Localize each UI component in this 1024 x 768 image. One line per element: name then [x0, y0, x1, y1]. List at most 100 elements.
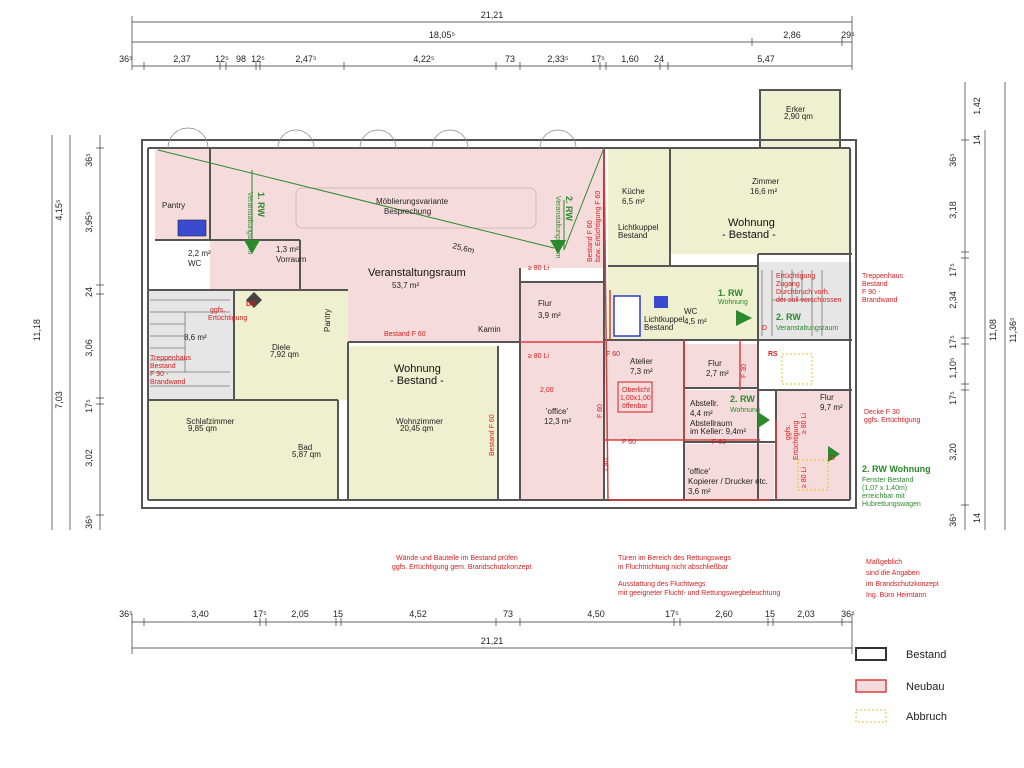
room-flur3-area: 9,7 m² — [820, 403, 843, 412]
svg-text:3,95⁵: 3,95⁵ — [84, 211, 94, 233]
svg-text:17⁵: 17⁵ — [665, 609, 679, 619]
arrow-icon — [246, 292, 262, 308]
dim-top-cell: 17⁵ — [591, 54, 605, 64]
dim-left-row: 36⁵ 3,95⁵ 24 3,06 17⁵ 3,02 36⁵ — [84, 153, 94, 529]
annot-ds: DS — [246, 301, 256, 308]
room-wc2: WC — [684, 307, 698, 316]
room-flur3: Flur — [820, 393, 834, 402]
arrow-icon — [828, 446, 840, 462]
note-tuer1: Türen im Bereich des Rettungswegs — [618, 555, 731, 562]
svg-text:17⁵: 17⁵ — [253, 609, 267, 619]
annot-decke2: ggfs. Ertüchtigung — [864, 417, 921, 424]
wohnung-mid-fill — [348, 346, 498, 500]
room-wc2-area: 4,5 m² — [684, 317, 707, 326]
svg-text:17⁵: 17⁵ — [948, 335, 958, 349]
dim-right-mid: 11,08 — [988, 319, 998, 341]
svg-text:3,06: 3,06 — [84, 339, 94, 357]
svg-text:3,20: 3,20 — [948, 443, 958, 461]
annot-dim140: 1,40 — [603, 458, 610, 472]
room-office2-area: 3,6 m² — [688, 487, 711, 496]
svg-text:17⁵: 17⁵ — [948, 263, 958, 277]
annot-ggfs2b: Ertüchtigung — [793, 421, 800, 460]
rw2-c: 2. RW — [730, 394, 755, 404]
rw2-b-sub: Veranstaltungsraum — [776, 325, 838, 332]
dim-top-cell: 4,22⁵ — [413, 54, 435, 64]
svg-text:73: 73 — [503, 609, 513, 619]
erker-fill — [760, 90, 840, 148]
annot-ggfs2: ggfs. — [785, 425, 792, 440]
annot-ge80-4: ≥ 80 Li — [801, 467, 808, 488]
note-tuer2: in Fluchtrichtung nicht abschließbar — [618, 564, 729, 571]
room-lichtkuppel2: Lichtkuppel — [644, 315, 685, 324]
room-wohnung-mid1: Wohnung — [394, 363, 441, 375]
svg-text:36⁵: 36⁵ — [841, 609, 855, 619]
room-wohn-area: 20,45 qm — [400, 424, 434, 433]
room-flur2: Flur — [708, 359, 722, 368]
room-abstellr: Abstellr. — [690, 399, 718, 408]
abbruch-marks — [781, 353, 829, 491]
room-atelier: Atelier — [630, 357, 653, 366]
dim-top-cell: 36⁵ — [119, 54, 133, 64]
svg-text:14: 14 — [972, 135, 982, 145]
legend-bestand: Bestand — [906, 649, 946, 661]
svg-text:2,03: 2,03 — [797, 609, 815, 619]
office1-fill — [520, 342, 604, 500]
wc-sink-icon — [613, 295, 641, 337]
svg-text:15: 15 — [765, 609, 775, 619]
note-mass1: Maßgeblich — [866, 559, 902, 566]
room-lichtkuppel2b: Bestand — [644, 323, 673, 332]
stairs-left — [150, 299, 230, 387]
wohnung-left-fill — [148, 400, 338, 500]
svg-text:1,10⁵: 1,10⁵ — [948, 357, 958, 379]
room-moeblierung2: Besprechung — [384, 207, 431, 216]
svg-text:36⁵: 36⁵ — [948, 513, 958, 527]
dim-top-r1: 2,86 — [783, 30, 801, 40]
windows-top — [167, 127, 577, 149]
room-veranstaltung-area: 53,7 m² — [392, 281, 419, 290]
room-wohnzimmer: Wohnzimmer — [396, 417, 443, 426]
dim-top-cell: 5,47 — [757, 54, 775, 64]
flur2-fill — [684, 344, 758, 388]
flur3-fill — [776, 390, 852, 500]
room-diele-area: 7,92 qm — [270, 350, 299, 359]
dim-top-cell: 2,37 — [173, 54, 191, 64]
legend-neubau-swatch — [855, 679, 887, 693]
conference-table — [295, 187, 537, 229]
room-flur1: Flur — [538, 299, 552, 308]
oberlicht-box — [617, 381, 653, 413]
dim-top-cell: 2,47⁵ — [295, 54, 317, 64]
dim-top-cell: 24 — [654, 54, 664, 64]
room-flur2-area: 2,7 m² — [706, 369, 729, 378]
dim-left-mid: 4,15⁵ — [54, 199, 64, 221]
room-bad-area: 5,87 qm — [292, 450, 321, 459]
dim-bottom-total: 21,21 — [481, 636, 504, 646]
diele-fill — [234, 290, 348, 400]
dim-bottom-row: 36⁵ 3,40 17⁵ 2,05 15 4,52 73 4,50 17⁵ 2,… — [119, 609, 855, 619]
dim-top-cell: 1,60 — [621, 54, 639, 64]
room-abstellraum: Abstellraum — [690, 419, 733, 428]
arrow-icon — [550, 240, 566, 254]
rw1-b: 1. RW — [718, 288, 743, 298]
legend-abbruch: Abbruch — [906, 711, 947, 723]
rw2-a-sub: Veranstaltungsraum — [554, 196, 561, 258]
annot-bestand-f60-c1: Bestand F 60 — [587, 220, 594, 262]
rw1-a: 1. RW — [256, 192, 266, 217]
rw2-w3: erreichbar mit — [862, 493, 905, 500]
annot-ge80-3: ≥ 80 Li — [801, 413, 808, 434]
sink-icon — [177, 219, 207, 237]
svg-text:36⁵: 36⁵ — [948, 153, 958, 167]
arrow-icon — [758, 412, 770, 428]
atelier-fill — [604, 340, 684, 440]
rw2-w2: (1,07 x 1,40m) — [862, 485, 907, 492]
dimensions-left — [51, 135, 104, 530]
annot-f30: F 30 — [741, 364, 748, 378]
svg-text:36⁵: 36⁵ — [84, 153, 94, 167]
note-wand1: Wände und Bauteile im Bestand prüfen — [396, 555, 518, 562]
svg-text:17⁵: 17⁵ — [948, 391, 958, 405]
kueche-fill — [608, 148, 670, 266]
room-flur1-area: 3,9 m² — [538, 311, 561, 320]
room-oberlicht1: Oberlicht — [622, 387, 650, 394]
svg-text:2,34: 2,34 — [948, 291, 958, 309]
stair-right-fill — [758, 262, 852, 340]
room-kueche-area: 6,5 m² — [622, 197, 645, 206]
